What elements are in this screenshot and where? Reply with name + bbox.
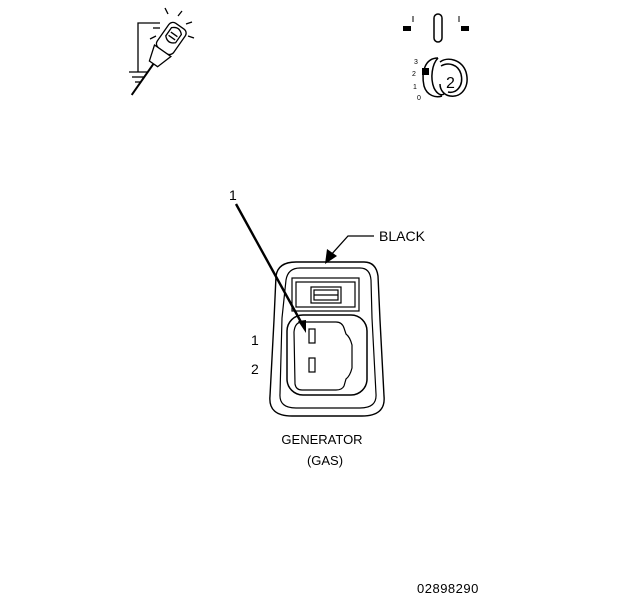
pin-label-1: 1 xyxy=(251,332,259,348)
ignition-key-icon xyxy=(422,57,468,98)
color-arrowhead xyxy=(325,249,337,264)
callout-leader-line xyxy=(234,203,303,323)
terminal-cavity-inner xyxy=(293,321,353,391)
connector-color-label: BLACK xyxy=(379,228,426,244)
connector-housing-outer xyxy=(269,261,385,417)
ignition-selected-position: 2 xyxy=(446,75,455,92)
component-name: GENERATOR xyxy=(281,432,362,447)
ignition-position-label: 2 xyxy=(412,71,416,78)
generator-connector xyxy=(269,261,385,417)
ignition-position-label: 0 xyxy=(417,95,421,102)
component-variant: (GAS) xyxy=(307,453,343,468)
test-light-icon xyxy=(129,7,195,96)
color-leader-line xyxy=(329,235,374,257)
terminal-pin-1 xyxy=(308,328,316,344)
ignition-position-label: 3 xyxy=(414,59,418,66)
connector-lock-tab xyxy=(291,277,360,312)
pin-label-2: 2 xyxy=(251,361,259,377)
callout-number: 1 xyxy=(229,187,237,203)
callout-arrowhead xyxy=(298,320,306,333)
figure-id: 02898290 xyxy=(417,581,479,596)
ignition-position-marker xyxy=(422,68,429,75)
terminal-pin-2 xyxy=(308,357,316,373)
ignition-position-label: 1 xyxy=(413,84,417,91)
ignition-switch-icon: 3 2 1 0 2 xyxy=(403,13,469,102)
terminal-cavity-outer xyxy=(286,314,368,396)
connector-housing-inner xyxy=(279,267,377,409)
